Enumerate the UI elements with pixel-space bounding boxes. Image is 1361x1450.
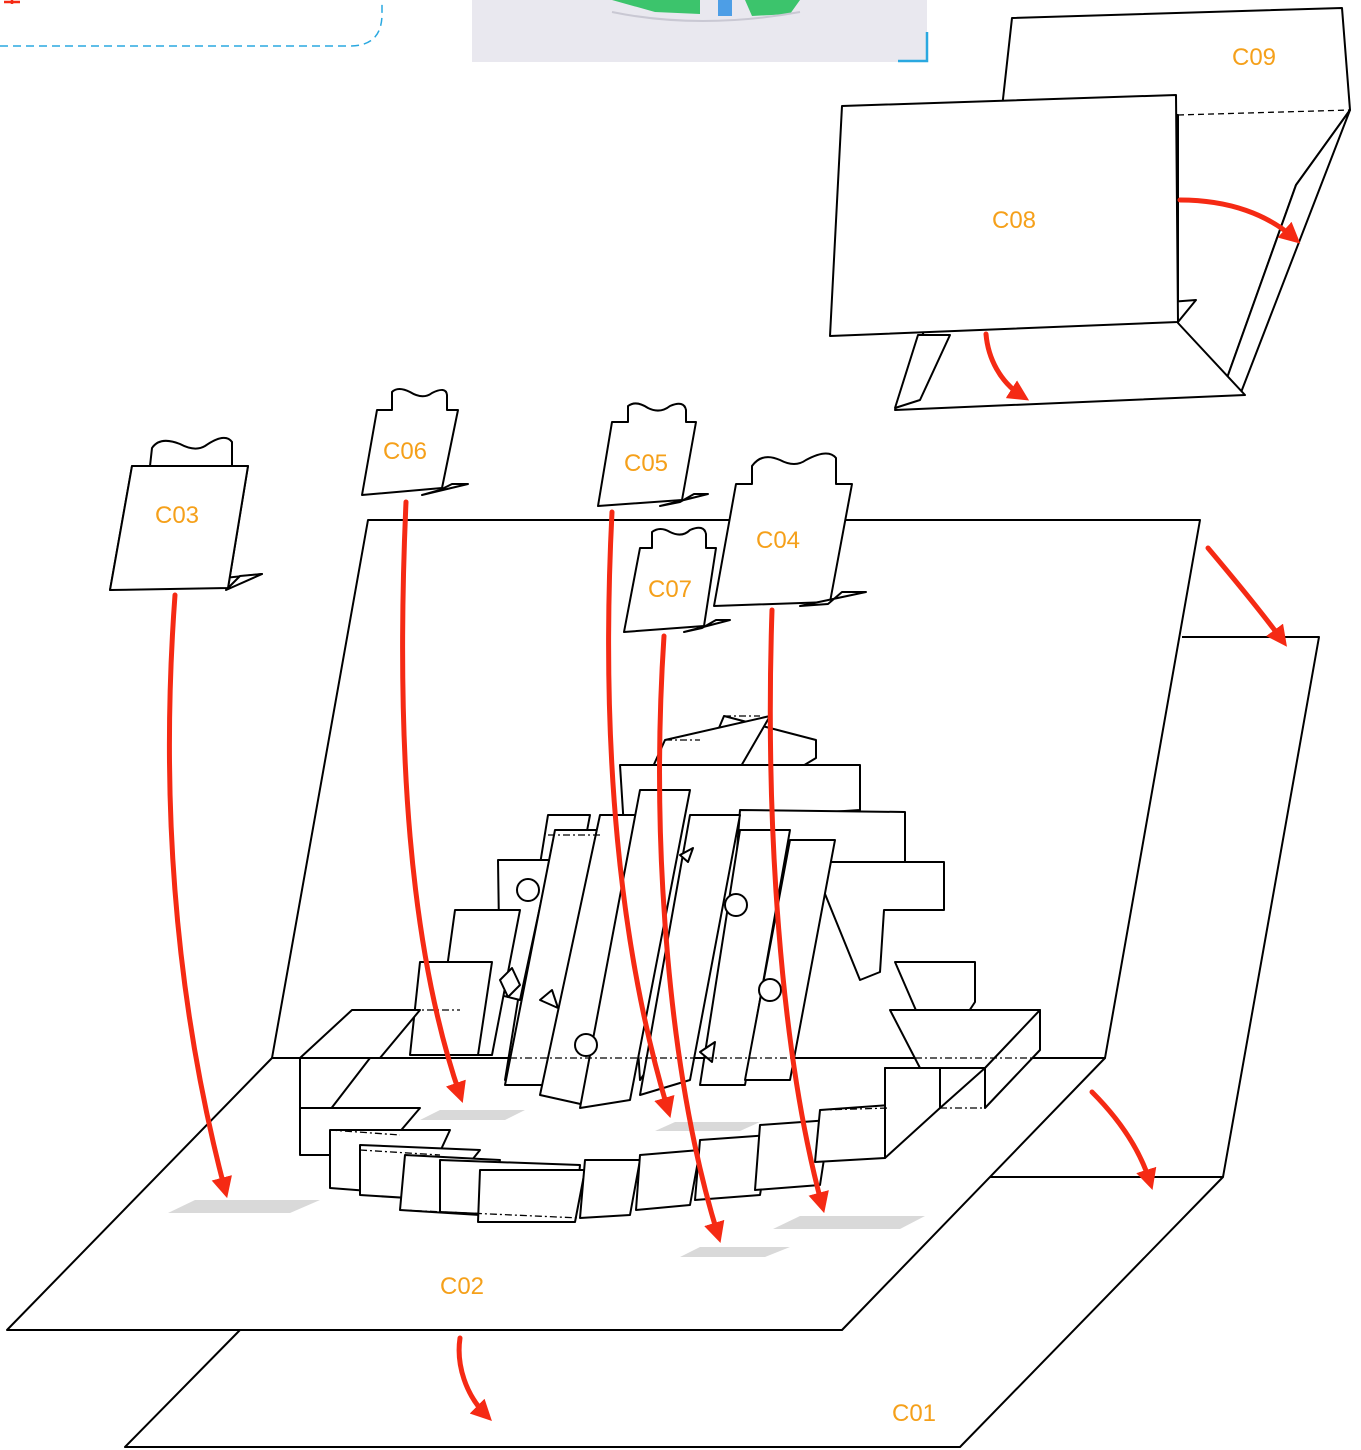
label-c09: C09: [1232, 44, 1276, 71]
label-c03: C03: [155, 502, 199, 529]
info-box-fragment: [0, 0, 382, 46]
arrow-c02-floor: [1092, 1092, 1150, 1182]
label-c01: C01: [892, 1400, 936, 1427]
label-c04: C04: [756, 527, 800, 554]
label-c06: C06: [383, 438, 427, 465]
arrow-c03: [169, 595, 225, 1190]
part-c01-back-panel: [1182, 637, 1319, 1177]
arrow-c02-back: [1208, 548, 1282, 640]
preview-image-fragment: [472, 0, 927, 62]
label-c08: C08: [992, 207, 1036, 234]
label-c02: C02: [440, 1273, 484, 1300]
label-c05: C05: [624, 450, 668, 477]
label-c07: C07: [648, 576, 692, 603]
